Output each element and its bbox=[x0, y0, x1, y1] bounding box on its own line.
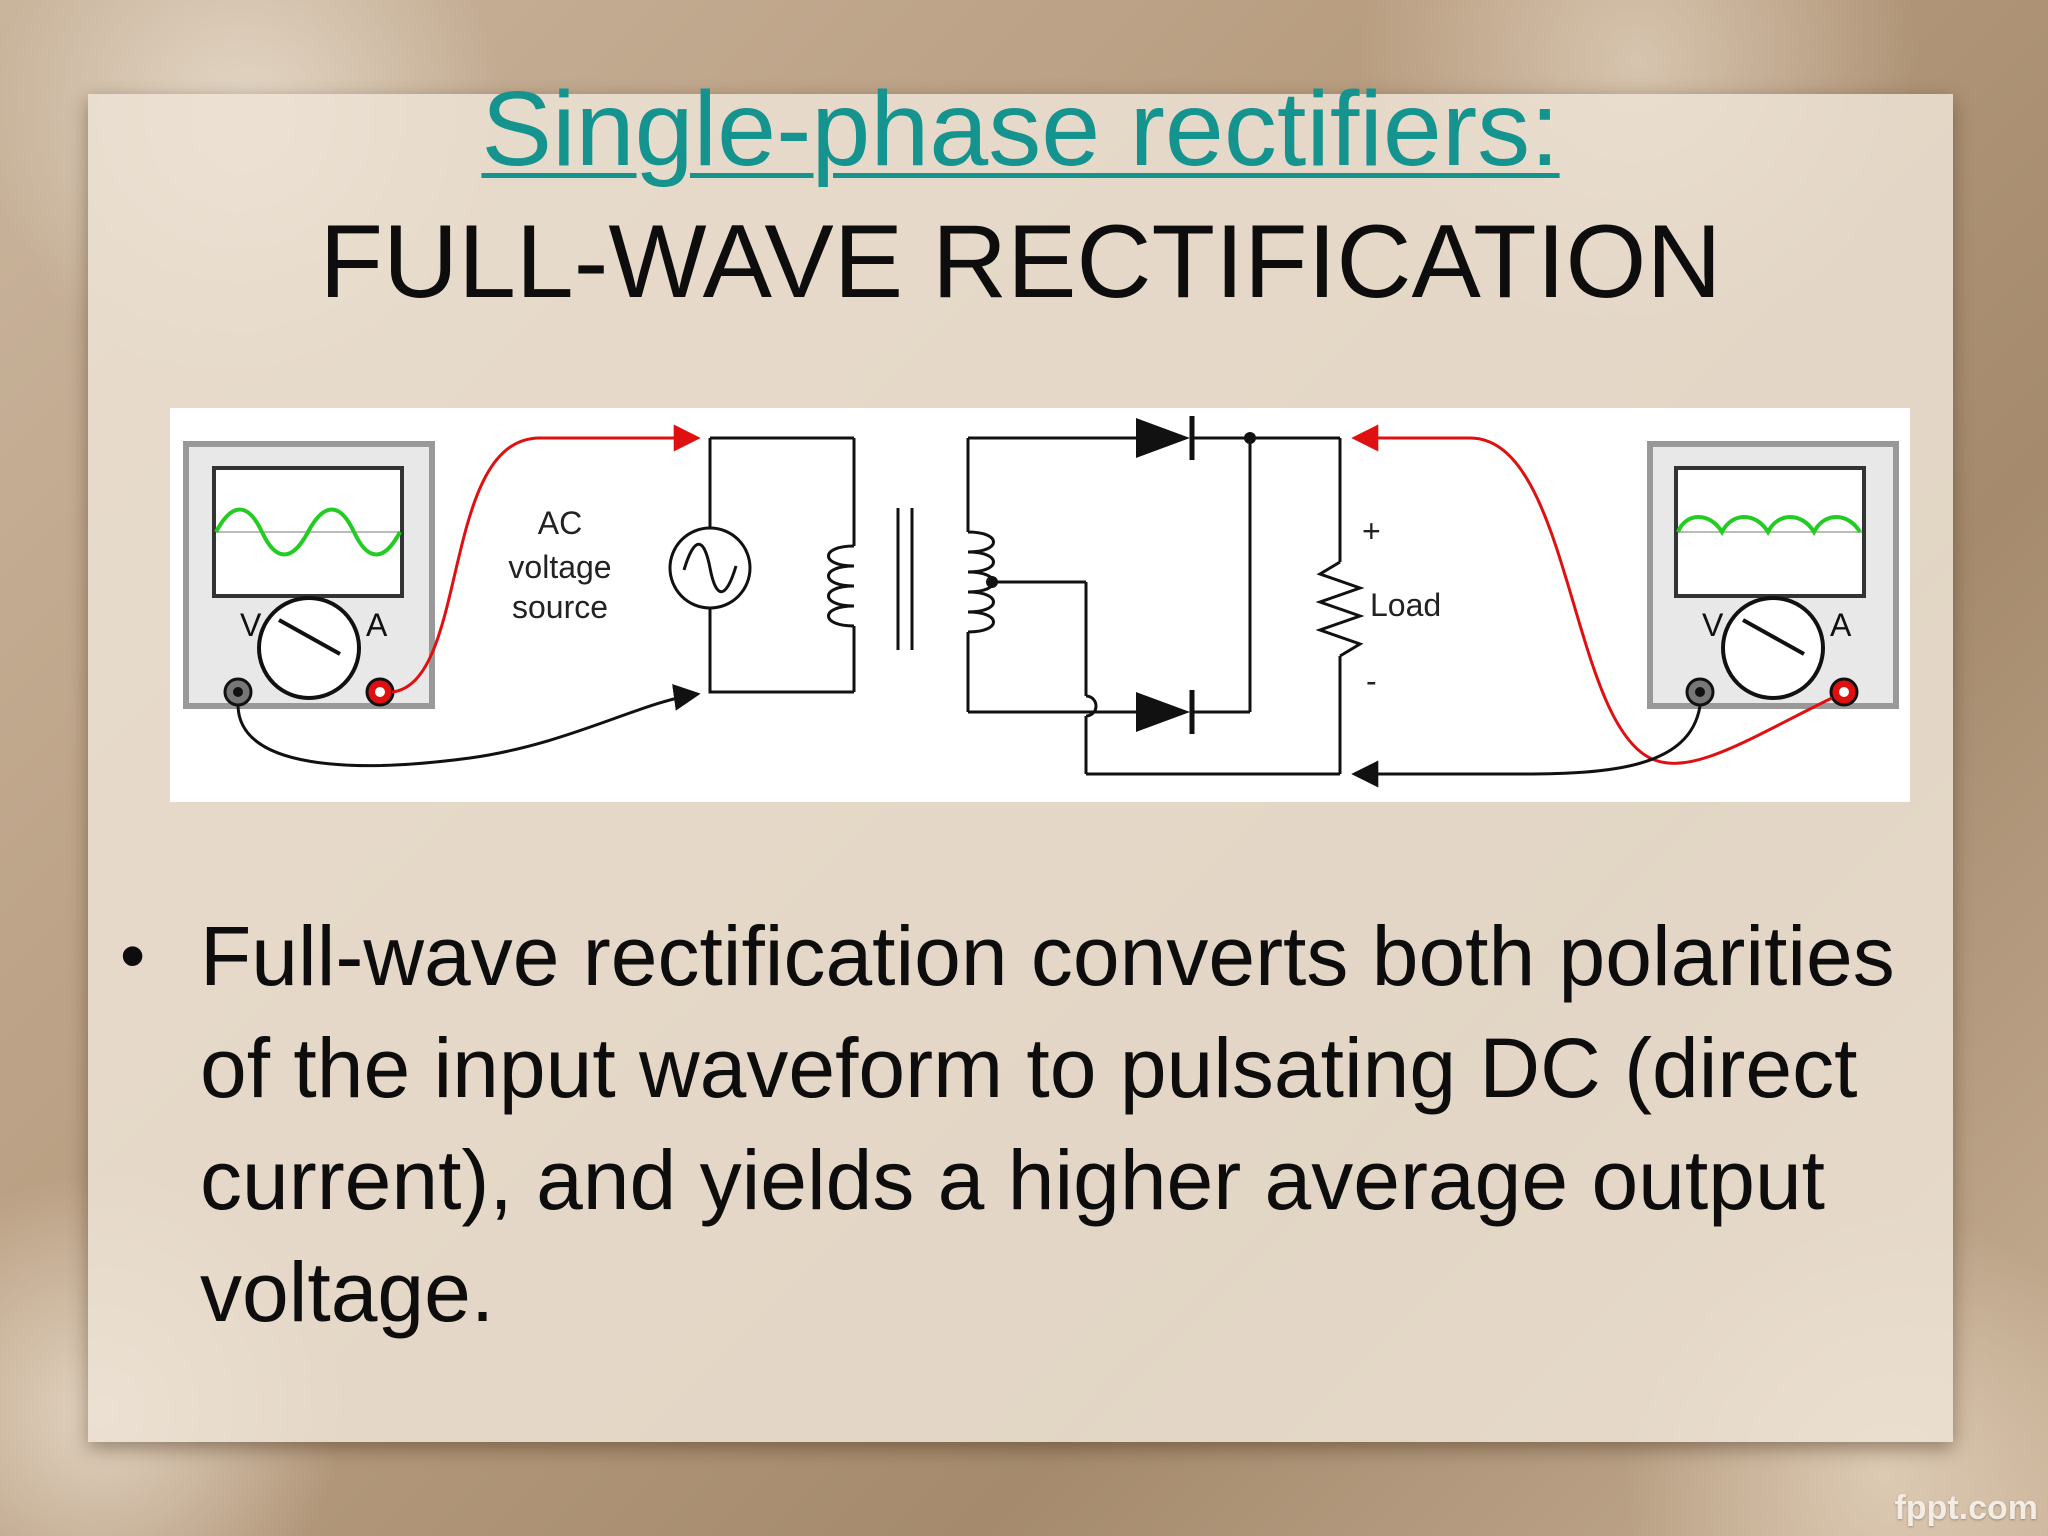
lower-diode bbox=[1136, 692, 1190, 732]
title-line-2: FULL-WAVE RECTIFICATION bbox=[319, 204, 1722, 320]
left-meter-a-label: A bbox=[366, 607, 388, 643]
right-meter-a-label: A bbox=[1830, 607, 1852, 643]
ac-source-circuit bbox=[668, 436, 1365, 776]
right-meter: V A bbox=[1647, 441, 1899, 709]
plus-label: + bbox=[1362, 513, 1381, 549]
source-label-voltage: voltage bbox=[508, 549, 611, 585]
upper-diode bbox=[1136, 418, 1190, 458]
left-meter: V A bbox=[183, 441, 435, 709]
rectifier-circuit-diagram: V A AC voltage source bbox=[170, 408, 1910, 802]
bullet-marker: • bbox=[120, 916, 146, 996]
left-meter-v-label: V bbox=[240, 607, 262, 643]
load-label: Load bbox=[1370, 587, 1441, 623]
bullet-text: Full-wave rectification converts both po… bbox=[200, 909, 1895, 1339]
right-meter-v-label: V bbox=[1702, 607, 1724, 643]
pulsating-dc-trace bbox=[1676, 515, 1862, 537]
minus-label: - bbox=[1366, 663, 1377, 699]
ac-sine-trace bbox=[214, 507, 402, 557]
slide-title: Single-phase rectifiers: FULL-WAVE RECTI… bbox=[88, 64, 1953, 330]
source-label-source: source bbox=[512, 589, 608, 625]
bullet-item: • Full-wave rectification converts both … bbox=[120, 900, 1920, 1348]
bullet-list: • Full-wave rectification converts both … bbox=[120, 900, 1920, 1348]
source-label-ac: AC bbox=[538, 505, 582, 541]
watermark: fppt.com bbox=[1894, 1489, 2038, 1527]
title-line-1: Single-phase rectifiers: bbox=[481, 70, 1560, 188]
